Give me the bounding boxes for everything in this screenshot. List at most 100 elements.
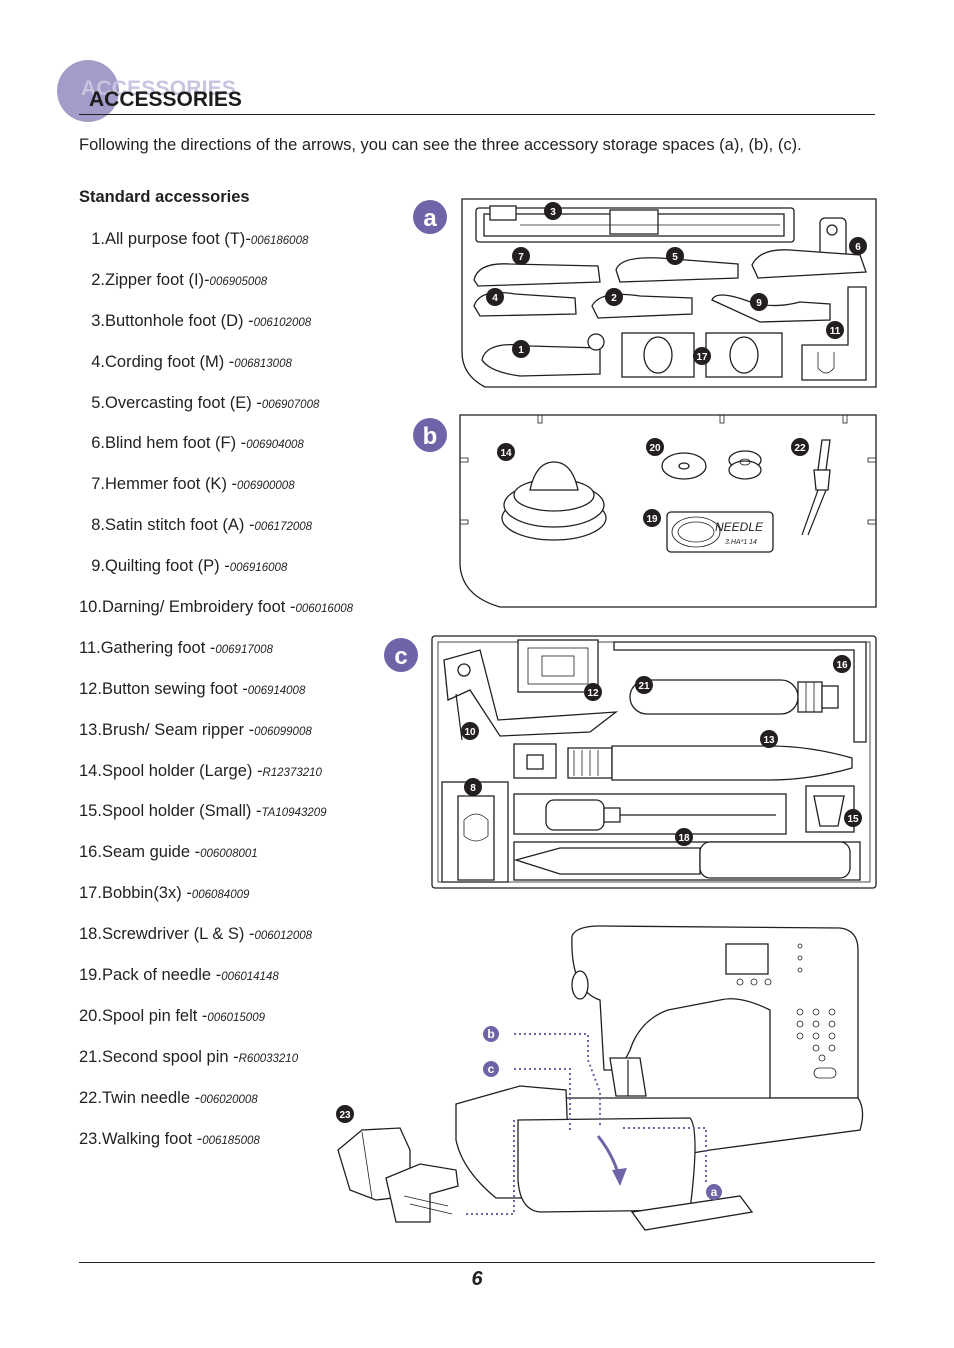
item-number: 14. (79, 761, 102, 780)
item-code: 006905008 (209, 275, 268, 288)
item-code: 006904008 (246, 439, 304, 452)
badge-11: 11 (830, 326, 841, 337)
section-title: Standard accessories (79, 188, 250, 206)
needle-pack-drawing: NEEDLE 3.HA*1 14 (666, 511, 774, 553)
item-code: 006016008 (295, 603, 354, 616)
list-item: 1.All purpose foot (T)-006186008 (79, 228, 353, 269)
item-name: Button sewing foot (101, 679, 243, 698)
badge-10: 10 (464, 727, 476, 738)
list-item: 14.Spool holder (Large) -R12373210 (79, 760, 353, 801)
walking-foot-drawing: 23 (336, 1105, 459, 1223)
item-name: Twin needle (101, 1088, 195, 1107)
item-sep: - (194, 843, 201, 862)
list-item: 15.Spool holder (Small) -TA10943209 (79, 800, 353, 841)
item-number: 3. (91, 311, 105, 330)
item-sep: - (196, 1129, 203, 1148)
item-sep: - (248, 311, 254, 330)
item-number: 7. (91, 475, 105, 494)
leader-line-c (514, 1068, 571, 1130)
item-sep: - (242, 679, 248, 698)
item-code: 006102008 (253, 316, 312, 329)
item-code: 006172008 (254, 521, 313, 534)
panel-label-c: c (394, 643, 407, 670)
item-sep: - (256, 393, 262, 412)
badge-4: 4 (492, 293, 498, 304)
item-name: Bobbin(3x) (101, 884, 187, 903)
item-number: 5. (91, 393, 105, 412)
item-sep: - (224, 557, 230, 576)
item-number: 9. (91, 557, 105, 576)
list-item: 21.Second spool pin -R60033210 (79, 1046, 353, 1087)
needle-pack-label: NEEDLE (715, 520, 764, 534)
list-item: 13.Brush/ Seam ripper -006099008 (79, 719, 353, 760)
satin-stitch-foot-drawing (441, 781, 509, 883)
item-code: 006012008 (254, 930, 313, 943)
item-code: 006900008 (237, 480, 295, 493)
list-item: 8.Satin stitch foot (A) -006172008 (79, 514, 353, 555)
hemmer-foot-drawing (473, 263, 601, 287)
item-number: 12. (79, 679, 102, 698)
item-code: 006020008 (200, 1093, 258, 1106)
item-number: 23. (79, 1129, 102, 1148)
header-rule (79, 114, 875, 115)
item-code: 006014148 (221, 971, 279, 984)
item-name: Cording foot (M) (105, 352, 229, 371)
second-spool-pin-drawing (629, 679, 839, 715)
spool-holder-large-drawing (501, 461, 607, 541)
list-item: 6.Blind hem foot (F) -006904008 (79, 432, 353, 473)
badge-21: 21 (638, 681, 650, 692)
item-code: R60033210 (238, 1052, 299, 1065)
item-number: 15. (79, 802, 102, 821)
item-name: Blind hem foot (F) (105, 434, 241, 453)
item-number: 6. (91, 434, 105, 453)
item-name: Second spool pin (101, 1047, 234, 1066)
item-sep: - (194, 1088, 201, 1107)
item-name: Satin stitch foot (A) (105, 516, 249, 535)
badge-20: 20 (649, 443, 661, 454)
item-number: 10. (79, 598, 102, 617)
item-sep: - (256, 802, 262, 821)
list-item: 3.Buttonhole foot (D) -006102008 (79, 310, 353, 351)
badge-2: 2 (611, 293, 617, 304)
page-number: 6 (471, 1268, 483, 1290)
list-item: 16.Seam guide -006008001 (79, 841, 353, 882)
list-item: 11.Gathering foot -006917008 (79, 637, 353, 678)
item-sep: - (248, 720, 255, 739)
item-number: 20. (79, 1006, 102, 1025)
list-item: 19.Pack of needle -006014148 (79, 964, 353, 1005)
item-number: 16. (79, 843, 102, 862)
list-item: 12.Button sewing foot -006914008 (79, 678, 353, 719)
item-name: Hemmer foot (K) (105, 475, 232, 494)
page-title: ACCESSORIES (89, 88, 242, 111)
badge-17: 17 (696, 352, 708, 363)
twin-needle-drawing (801, 439, 831, 536)
item-code: 006099008 (254, 725, 312, 738)
item-code: 006907008 (261, 398, 320, 411)
item-sep: - (228, 352, 235, 371)
item-sep: - (256, 761, 263, 780)
blind-hem-foot-drawing (751, 217, 867, 279)
button-sewing-foot-drawing (517, 639, 599, 693)
item-name: Overcasting foot (E) (105, 393, 257, 412)
item-number: 19. (79, 966, 102, 985)
item-name: Gathering foot (100, 638, 210, 657)
list-item: 10.Darning/ Embroidery foot -006016008 (79, 596, 353, 637)
item-name: Darning/ Embroidery foot (101, 598, 290, 617)
badge-18: 18 (678, 833, 690, 844)
badge-23: 23 (339, 1110, 351, 1121)
badge-7: 7 (518, 252, 524, 263)
list-item: 17.Bobbin(3x) -006084009 (79, 882, 353, 923)
item-code: 006917008 (215, 643, 273, 656)
badge-14: 14 (500, 448, 512, 459)
panel-b-frame (459, 414, 877, 608)
item-sep: - (248, 925, 255, 944)
item-name: Zipper foot (I) (105, 270, 205, 289)
header-accent-circle (57, 60, 119, 122)
needle-pack-sublabel: 3.HA*1 14 (725, 539, 757, 546)
seam-guide-drawing (613, 641, 867, 743)
item-number: 21. (79, 1047, 102, 1066)
bobbin-compartment (621, 332, 783, 378)
badge-16: 16 (836, 660, 848, 671)
leader-line-a (620, 1127, 707, 1182)
badge-5: 5 (672, 252, 678, 263)
